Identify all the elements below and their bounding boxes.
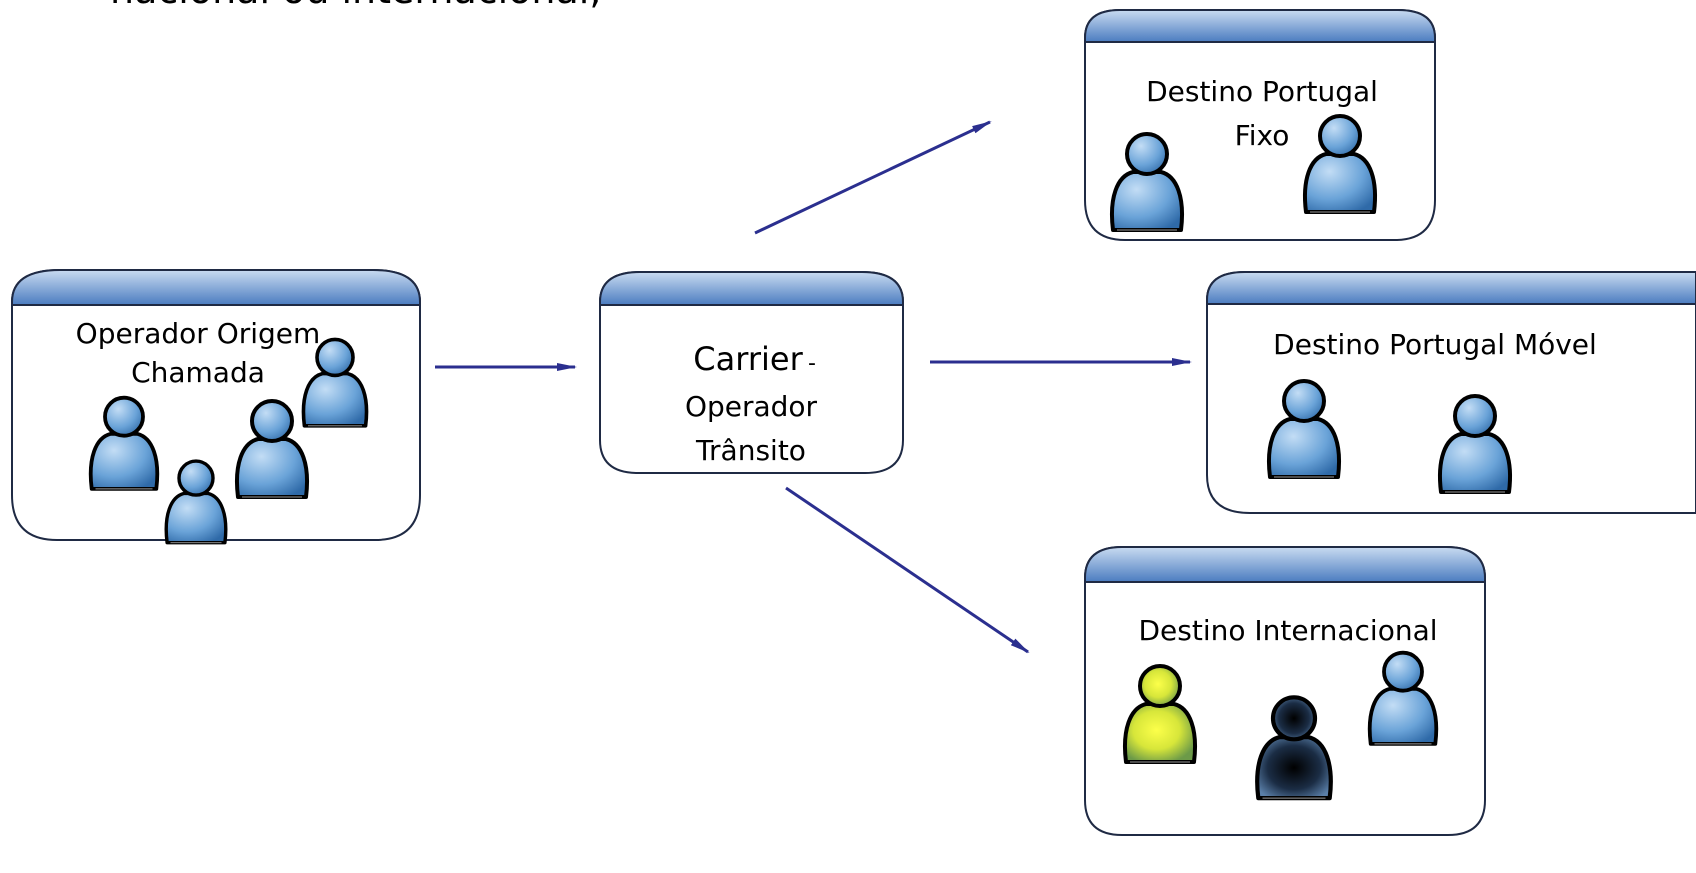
- dest-mobile-label: Destino Portugal Móvel: [1273, 328, 1597, 361]
- carrier-label-line3: Trânsito: [695, 434, 806, 467]
- origin-label-line2: Chamada: [131, 356, 265, 389]
- dest-fixed-label-line2: Fixo: [1235, 119, 1290, 152]
- clipped-header-text: nacional ou internacional;: [110, 0, 602, 12]
- carrier-label-line1: Carrier: [693, 340, 803, 378]
- carrier-box: Carrier - Operador Trânsito: [599, 271, 904, 474]
- carrier-label-line2: Operador: [685, 390, 818, 423]
- box-header: [1206, 271, 1696, 305]
- box-header: [11, 269, 421, 306]
- origin-label-line1: Operador Origem: [76, 317, 321, 350]
- arrow-carrier-to-international: [785, 486, 1030, 654]
- arrow-carrier-to-fixed: [754, 120, 992, 235]
- destination-international-box: Destino Internacional: [1084, 546, 1486, 836]
- carrier-label-dash: -: [808, 351, 816, 376]
- dest-international-label: Destino Internacional: [1138, 614, 1437, 647]
- dest-fixed-label-line1: Destino Portugal: [1146, 75, 1378, 108]
- origin-operator-box: Operador Origem Chamada: [11, 269, 421, 545]
- box-header: [599, 271, 904, 306]
- box-header: [1084, 9, 1436, 43]
- destination-portugal-mobile-box: Destino Portugal Móvel: [1206, 271, 1696, 514]
- box-header: [1084, 546, 1486, 583]
- destination-portugal-fixed-box: Destino Portugal Fixo: [1084, 9, 1436, 241]
